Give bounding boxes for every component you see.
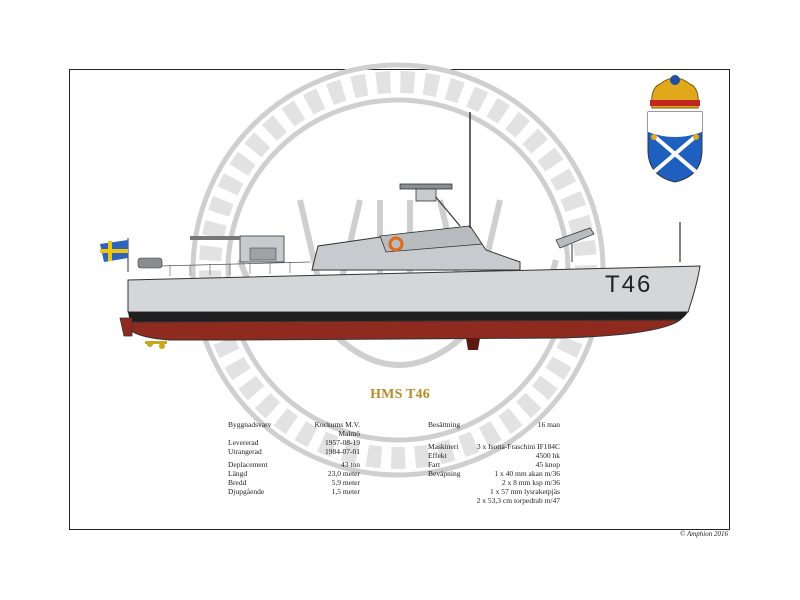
ship-side-profile [100, 112, 701, 350]
gun-mount-icon [190, 235, 285, 263]
coat-of-arms-icon [647, 75, 703, 183]
copyright-text: © Amphion 2016 [680, 530, 728, 538]
spec-row: 1 x 57 mm lysraketpjäs [490, 487, 560, 496]
ship-title: HMS T46 [370, 387, 430, 402]
swedish-flag-icon [100, 238, 129, 272]
spec-row: 2 x 8 mm ksp m/36 [501, 478, 560, 487]
spec-row: 2 x 53,3 cm torpedtub m/47 [476, 496, 560, 505]
hull-lower [129, 319, 682, 341]
propeller-icon [145, 341, 167, 349]
hull-upper [127, 265, 701, 313]
hull-boot-stripe [128, 312, 688, 322]
launcher-icon [555, 227, 595, 262]
radar-antenna-icon [399, 183, 453, 190]
spec-row: Malmö [338, 429, 360, 438]
hull-number: T46 [605, 271, 652, 298]
life-ring-icon [388, 236, 404, 252]
